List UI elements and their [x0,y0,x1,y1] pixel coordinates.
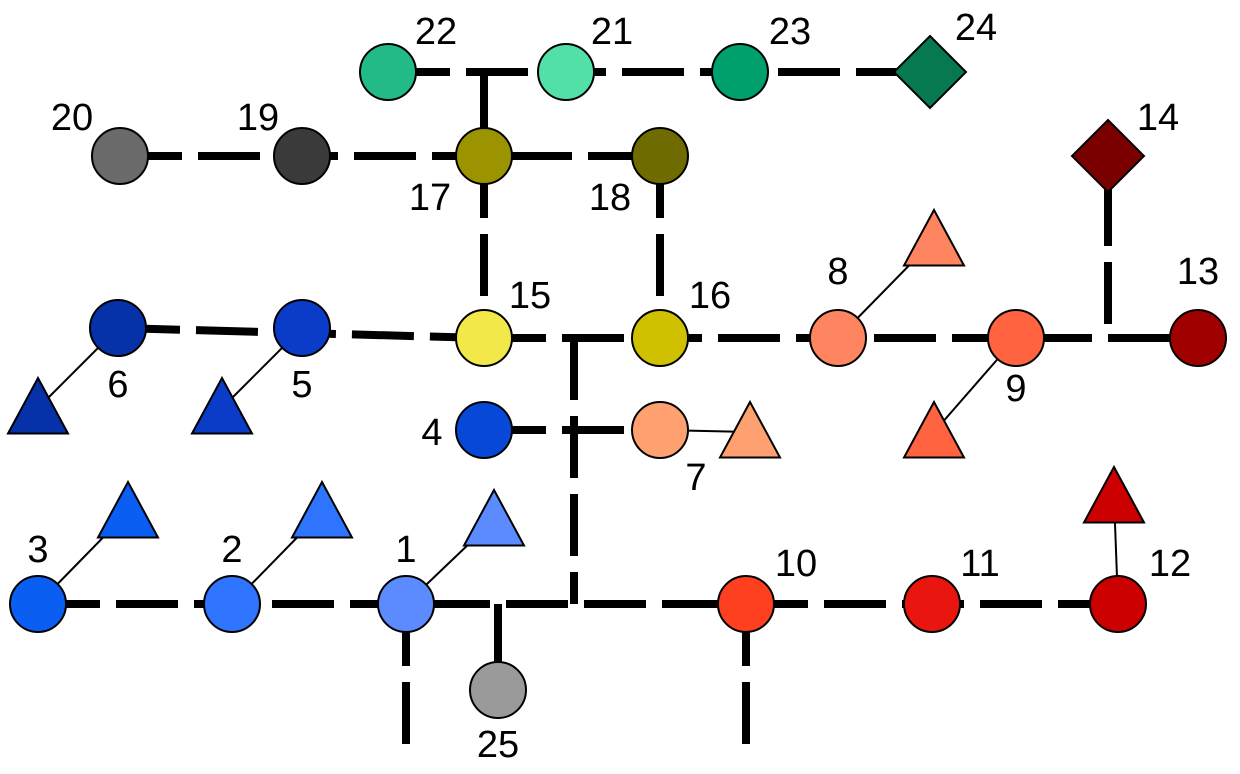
node-label-9: 9 [1005,368,1026,410]
edges-layer [38,68,1198,760]
node-label-23: 23 [769,11,811,53]
node-25 [469,661,527,719]
triangle-node-9 [902,399,966,459]
node-7 [631,401,689,459]
node-label-2: 2 [221,529,242,571]
triangle-node-5 [190,375,254,435]
node-label-14: 14 [1137,97,1179,139]
node-label-18: 18 [589,177,631,219]
node-9 [987,309,1045,367]
node-17 [455,127,513,185]
nodes-layer [6,34,1227,719]
node-label-12: 12 [1149,543,1191,585]
node-label-22: 22 [415,11,457,53]
node-label-4: 4 [421,412,442,454]
node-22 [359,43,417,101]
triangle-node-1 [462,487,526,547]
node-label-6: 6 [107,364,128,406]
node-14 [1070,118,1146,194]
node-label-21: 21 [591,11,633,53]
node-label-16: 16 [689,275,731,317]
node-15 [455,309,513,367]
node-13 [1169,309,1227,367]
triangle-node-8 [902,207,966,267]
triangle-node-12 [1082,464,1146,524]
node-label-19: 19 [237,97,279,139]
node-12 [1089,575,1147,633]
node-1 [377,575,435,633]
node-19 [273,127,331,185]
node-label-15: 15 [509,275,551,317]
node-2 [203,575,261,633]
node-11 [903,575,961,633]
node-4 [455,401,513,459]
node-label-5: 5 [291,364,312,406]
node-23 [711,43,769,101]
node-18 [631,127,689,185]
node-label-20: 20 [51,97,93,139]
node-label-8: 8 [827,251,848,293]
node-label-7: 7 [685,457,706,499]
node-label-13: 13 [1177,251,1219,293]
node-3 [9,575,67,633]
node-16 [631,309,689,367]
node-label-17: 17 [409,177,451,219]
node-8 [809,309,867,367]
node-label-3: 3 [27,529,48,571]
node-20 [91,127,149,185]
node-21 [537,43,595,101]
node-10 [717,575,775,633]
node-label-25: 25 [477,724,519,766]
node-5 [273,299,331,357]
triangle-node-2 [290,479,354,539]
node-label-10: 10 [775,543,817,585]
node-6 [89,299,147,357]
node-label-11: 11 [960,543,999,585]
node-label-24: 24 [955,7,997,49]
triangle-node-3 [96,479,160,539]
triangle-node-7 [718,399,782,459]
node-24 [892,34,968,110]
triangle-node-6 [6,375,70,435]
node-label-1: 1 [395,529,416,571]
